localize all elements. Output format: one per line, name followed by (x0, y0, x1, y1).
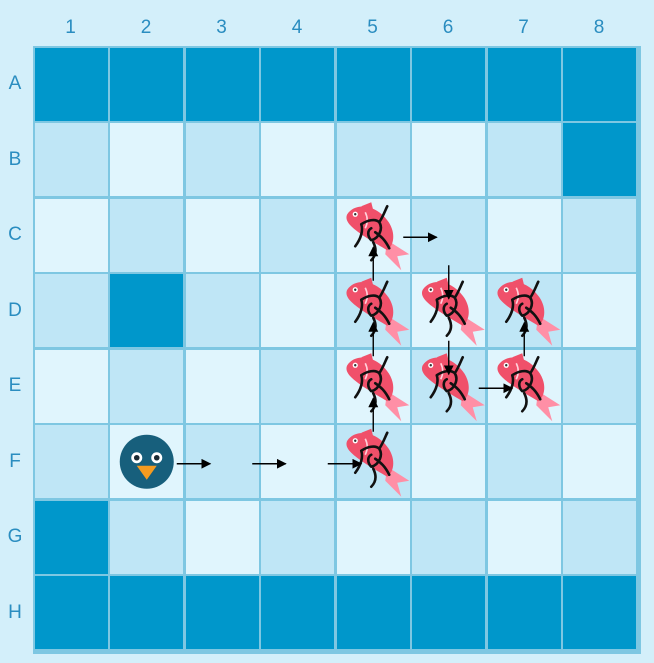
penguin-icon (120, 435, 174, 489)
